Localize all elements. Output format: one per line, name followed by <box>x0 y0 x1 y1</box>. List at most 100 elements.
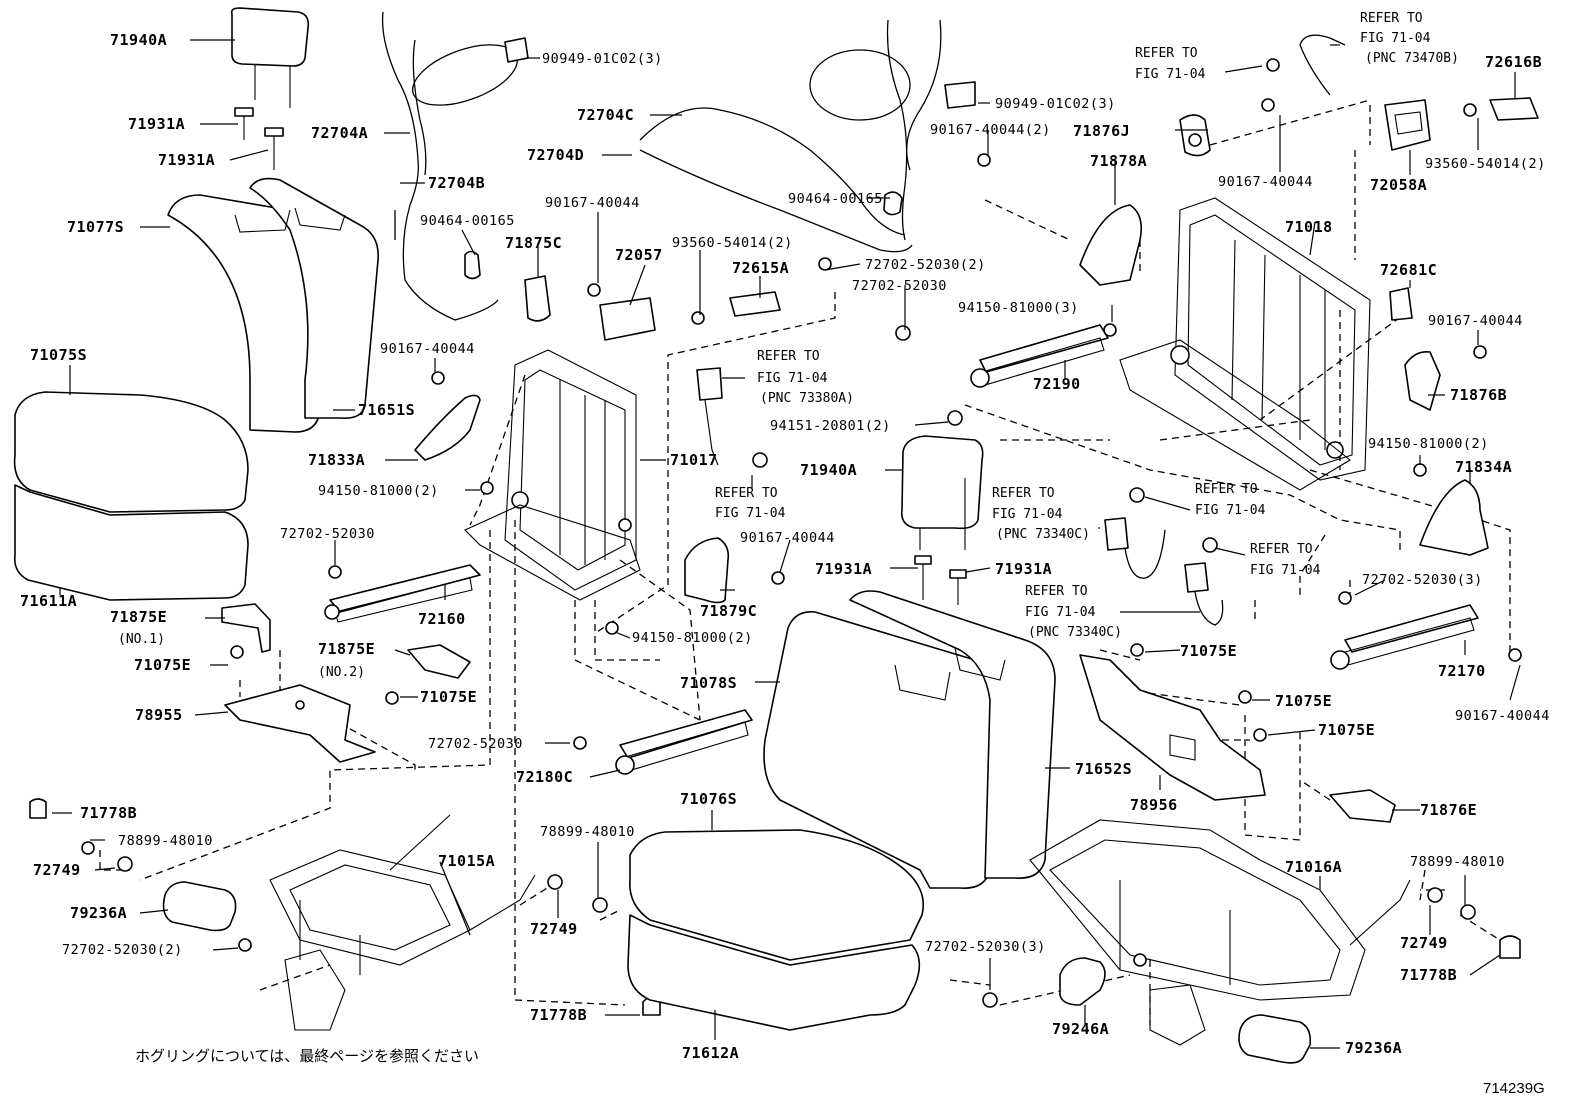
callout-94150-81000[interactable]: 94150-81000(2) <box>318 483 439 499</box>
callout-71077S[interactable]: 71077S <box>67 218 124 236</box>
callout-71834A[interactable]: 71834A <box>1455 458 1512 476</box>
callout-71611A[interactable]: 71611A <box>20 592 77 610</box>
callout-71931A[interactable]: 71931A <box>128 115 185 133</box>
callout-71076S[interactable]: 71076S <box>680 790 737 808</box>
callout-71778B[interactable]: 71778B <box>80 804 137 822</box>
callout-72702-52030[interactable]: 72702-52030 <box>280 526 375 542</box>
callout-72702-52030[interactable]: 72702-52030 <box>428 736 523 752</box>
callout-71075E[interactable]: 71075E <box>1275 692 1332 710</box>
fig-reference[interactable]: FIG 71-04 <box>992 507 1063 522</box>
callout-90464-00165[interactable]: 90464-00165 <box>788 191 883 207</box>
callout-94151-20801[interactable]: 94151-20801(2) <box>770 418 891 434</box>
callout-79236A[interactable]: 79236A <box>1345 1039 1402 1057</box>
callout-71075E[interactable]: 71075E <box>1180 642 1237 660</box>
pad-72616B <box>1489 97 1539 121</box>
refer-to-label: REFER TO <box>757 349 820 364</box>
callout-78899-48010[interactable]: 78899-48010 <box>118 833 213 849</box>
callout-90167-40044[interactable]: 90167-40044 <box>1455 708 1550 724</box>
callout-71078S[interactable]: 71078S <box>680 674 737 692</box>
callout-72180C[interactable]: 72180C <box>516 768 573 786</box>
fig-reference[interactable]: FIG 71-04 <box>1360 31 1431 46</box>
callout-79246A[interactable]: 79246A <box>1052 1020 1109 1038</box>
callout-72749[interactable]: 72749 <box>1400 934 1448 952</box>
callout-90167-40044[interactable]: 90167-40044(2) <box>930 122 1051 138</box>
headrest-left <box>230 7 310 108</box>
callout-71931A[interactable]: 71931A <box>158 151 215 169</box>
callout-79236A[interactable]: 79236A <box>70 904 127 922</box>
callout-71015A[interactable]: 71015A <box>438 852 495 870</box>
callout-90167-40044[interactable]: 90167-40044 <box>1428 313 1523 329</box>
fig-reference[interactable]: FIG 71-04 <box>1135 67 1206 82</box>
callout-93560-54014[interactable]: 93560-54014(2) <box>1425 156 1546 172</box>
fig-reference[interactable]: FIG 71-04 <box>715 506 786 521</box>
callout-71931A[interactable]: 71931A <box>815 560 872 578</box>
callout-72749[interactable]: 72749 <box>33 861 81 879</box>
callout-72704B[interactable]: 72704B <box>428 174 485 192</box>
callout-90167-40044[interactable]: 90167-40044 <box>380 341 475 357</box>
callout-78956[interactable]: 78956 <box>1130 796 1178 814</box>
callout-72160[interactable]: 72160 <box>418 610 466 628</box>
callout-71876E[interactable]: 71876E <box>1420 801 1477 819</box>
callout-94150-81000[interactable]: 94150-81000(2) <box>632 630 753 646</box>
callout-90464-00165[interactable]: 90464-00165 <box>420 213 515 229</box>
callout-90949-01C02[interactable]: 90949-01C02(3) <box>995 96 1116 112</box>
callout-72702-52030[interactable]: 72702-52030 <box>852 278 947 294</box>
callout-71075E[interactable]: 71075E <box>420 688 477 706</box>
callout-71778B[interactable]: 71778B <box>530 1006 587 1024</box>
callout-90167-40044[interactable]: 90167-40044 <box>545 195 640 211</box>
callout-71075E[interactable]: 71075E <box>1318 721 1375 739</box>
callout-72616B[interactable]: 72616B <box>1485 53 1542 71</box>
callout-71075S[interactable]: 71075S <box>30 346 87 364</box>
callout-72615A[interactable]: 72615A <box>732 259 789 277</box>
cover-71876J <box>1179 114 1211 157</box>
callout-72702-52030[interactable]: 72702-52030(2) <box>865 257 986 273</box>
callout-71075E[interactable]: 71075E <box>134 656 191 674</box>
callout-71833A[interactable]: 71833A <box>308 451 365 469</box>
fig-reference[interactable]: FIG 71-04 <box>1025 605 1096 620</box>
callout-72704A[interactable]: 72704A <box>311 124 368 142</box>
belt-buckles-right <box>1104 487 1224 626</box>
callout-71876B[interactable]: 71876B <box>1450 386 1507 404</box>
callout-71612A[interactable]: 71612A <box>682 1044 739 1062</box>
callout-90949-01C02[interactable]: 90949-01C02(3) <box>542 51 663 67</box>
callout-94150-81000[interactable]: 94150-81000(3) <box>958 300 1079 316</box>
callout-90167-40044[interactable]: 90167-40044 <box>740 530 835 546</box>
callout-71016A[interactable]: 71016A <box>1285 858 1342 876</box>
callout-71931A[interactable]: 71931A <box>995 560 1052 578</box>
callout-71018[interactable]: 71018 <box>1285 218 1333 236</box>
callout-71940A[interactable]: 71940A <box>110 31 167 49</box>
callout-72702-52030[interactable]: 72702-52030(2) <box>62 942 183 958</box>
callout-72057[interactable]: 72057 <box>615 246 663 264</box>
callout-71875E[interactable]: 71875E <box>110 608 167 626</box>
callout-71878A[interactable]: 71878A <box>1090 152 1147 170</box>
callout-72681C[interactable]: 72681C <box>1380 261 1437 279</box>
callout-72170[interactable]: 72170 <box>1438 662 1486 680</box>
callout-71778B[interactable]: 71778B <box>1400 966 1457 984</box>
callout-78899-48010[interactable]: 78899-48010 <box>1410 854 1505 870</box>
callout-72190[interactable]: 72190 <box>1033 375 1081 393</box>
callout-94150-81000[interactable]: 94150-81000(2) <box>1368 436 1489 452</box>
callout-71651S[interactable]: 71651S <box>358 401 415 419</box>
leader-lines <box>52 39 1521 1049</box>
callout-72058A[interactable]: 72058A <box>1370 176 1427 194</box>
callout-72702-52030[interactable]: 72702-52030(3) <box>925 939 1046 955</box>
callout-72702-52030[interactable]: 72702-52030(3) <box>1362 572 1483 588</box>
callout-71940A[interactable]: 71940A <box>800 461 857 479</box>
callout-71879C[interactable]: 71879C <box>700 602 757 620</box>
callout-71017[interactable]: 71017 <box>670 451 718 469</box>
callout-71875C[interactable]: 71875C <box>505 234 562 252</box>
callout-93560-54014[interactable]: 93560-54014(2) <box>672 235 793 251</box>
hog-ring-footnote: ホグリングについては、最終ページを参照ください <box>135 1047 479 1065</box>
callout-71875E[interactable]: 71875E <box>318 640 375 658</box>
callout-90167-40044[interactable]: 90167-40044 <box>1218 174 1313 190</box>
callout-71876J[interactable]: 71876J <box>1073 122 1130 140</box>
fig-reference[interactable]: FIG 71-04 <box>1195 503 1266 518</box>
callout-78899-48010[interactable]: 78899-48010 <box>540 824 635 840</box>
callout-72749[interactable]: 72749 <box>530 920 578 938</box>
fig-reference[interactable]: FIG 71-04 <box>1250 563 1321 578</box>
callout-72704D[interactable]: 72704D <box>527 146 584 164</box>
callout-72704C[interactable]: 72704C <box>577 106 634 124</box>
callout-71652S[interactable]: 71652S <box>1075 760 1132 778</box>
fig-reference[interactable]: FIG 71-04 <box>757 371 828 386</box>
callout-78955[interactable]: 78955 <box>135 706 183 724</box>
